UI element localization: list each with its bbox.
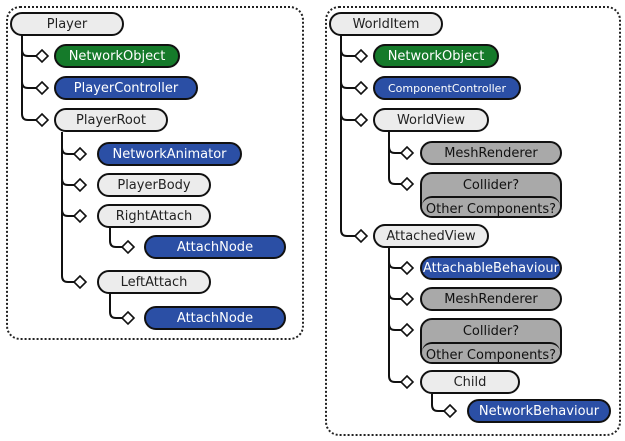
world-collider-label: Collider?: [462, 177, 520, 193]
node-attachable-behaviour: AttachableBehaviour: [420, 256, 562, 280]
world-other-components-label: Other Components?: [422, 196, 560, 216]
node-attached-mesh-renderer: MeshRenderer: [420, 287, 562, 311]
node-attached-view: AttachedView: [373, 224, 489, 248]
node-left-attach: LeftAttach: [97, 270, 211, 294]
world-item-hierarchy-panel: [325, 6, 621, 436]
node-attached-components-stack: Collider? Other Components?: [420, 318, 562, 364]
node-component-controller: ComponentController: [373, 76, 521, 100]
node-world-components-stack: Collider? Other Components?: [420, 172, 562, 218]
node-player: Player: [10, 12, 124, 36]
node-network-behaviour: NetworkBehaviour: [467, 399, 611, 423]
node-network-object: NetworkObject: [54, 44, 180, 68]
node-world-mesh-renderer: MeshRenderer: [420, 141, 562, 165]
node-right-attach-node: AttachNode: [144, 235, 286, 259]
node-left-attach-node: AttachNode: [144, 306, 286, 330]
node-network-animator: NetworkAnimator: [97, 142, 242, 166]
node-player-controller: PlayerController: [54, 76, 198, 100]
node-right-attach: RightAttach: [97, 204, 211, 228]
player-hierarchy-panel: [6, 6, 304, 340]
attached-other-components-label: Other Components?: [422, 342, 560, 362]
attached-collider-label: Collider?: [462, 323, 520, 339]
node-world-view: WorldView: [373, 108, 489, 132]
node-world-item: WorldItem: [329, 12, 443, 36]
node-player-body: PlayerBody: [97, 173, 211, 197]
node-world-network-object: NetworkObject: [373, 44, 499, 68]
node-child: Child: [420, 370, 520, 394]
node-player-root: PlayerRoot: [54, 108, 168, 132]
